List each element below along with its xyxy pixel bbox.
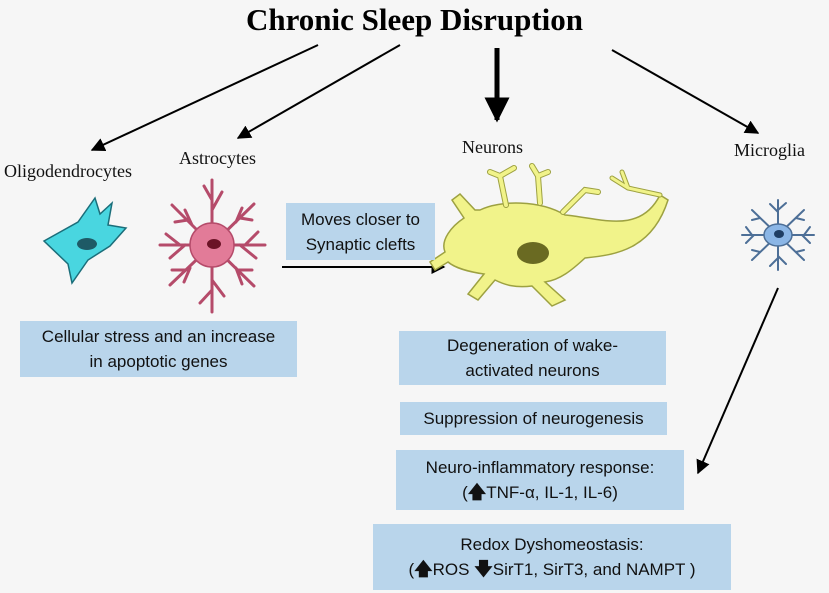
box-suppression-line1: Suppression of neurogenesis — [423, 409, 644, 428]
box-degeneration: Degeneration of wake- activated neurons — [399, 331, 666, 385]
box-redox-ros: ROS — [432, 560, 475, 579]
box-synaptic-clefts: Moves closer to Synaptic clefts — [286, 203, 435, 260]
box-neuro-inflammatory: Neuro-inflammatory response: (🡅TNF-α, IL… — [396, 450, 684, 510]
microglia-cell — [741, 199, 815, 271]
box-redox-sirt: SirT1, SirT3, and NAMPT ) — [492, 560, 696, 579]
box-suppression: Suppression of neurogenesis — [400, 402, 667, 435]
diagram-title: Chronic Sleep Disruption — [245, 2, 584, 37]
label-neurons: Neurons — [462, 137, 523, 157]
box-cellular-stress: Cellular stress and an increase in apopt… — [20, 321, 297, 377]
label-oligodendrocytes: Oligodendrocytes — [4, 161, 132, 181]
box-redox-line1: Redox Dyshomeostasis: — [460, 535, 644, 554]
down-arrow-icon: 🡇 — [474, 559, 493, 579]
arrow-to-microglia — [611, 49, 760, 134]
box-synaptic-line2: Synaptic clefts — [305, 234, 416, 254]
neuron-cell — [428, 163, 669, 307]
open-paren: ( — [462, 483, 468, 502]
up-arrow-icon: 🡅 — [467, 482, 487, 502]
oligodendrocyte-cell — [42, 196, 128, 285]
label-astrocytes: Astrocytes — [179, 148, 256, 168]
open-paren: ( — [408, 560, 415, 579]
arrow-to-astrocytes — [236, 44, 401, 139]
box-stress-line1: Cellular stress and an increase — [41, 327, 276, 346]
astrocyte-cell — [158, 178, 267, 314]
box-synaptic-line1: Moves closer to — [300, 209, 421, 229]
box-redox-line2: (🡅ROS 🡇SirT1, SirT3, and NAMPT ) — [408, 557, 695, 582]
box-inflammatory-line1: Neuro-inflammatory response: — [425, 458, 655, 477]
label-microglia: Microglia — [734, 140, 805, 160]
arrow-microglia-to-inflammatory — [696, 287, 779, 475]
up-arrow-icon: 🡅 — [414, 559, 433, 579]
box-degeneration-line2: activated neurons — [465, 361, 600, 380]
box-inflammatory-line2: (🡅TNF-α, IL-1, IL-6) — [462, 480, 618, 505]
box-stress-line2: in apoptotic genes — [89, 352, 228, 371]
box-degeneration-line1: Degeneration of wake- — [446, 336, 619, 355]
box-inflammatory-markers: TNF-α, IL-1, IL-6) — [486, 483, 618, 502]
box-redox: Redox Dyshomeostasis: (🡅ROS 🡇SirT1, SirT… — [373, 524, 731, 590]
arrow-to-oligodendrocytes — [90, 44, 319, 152]
